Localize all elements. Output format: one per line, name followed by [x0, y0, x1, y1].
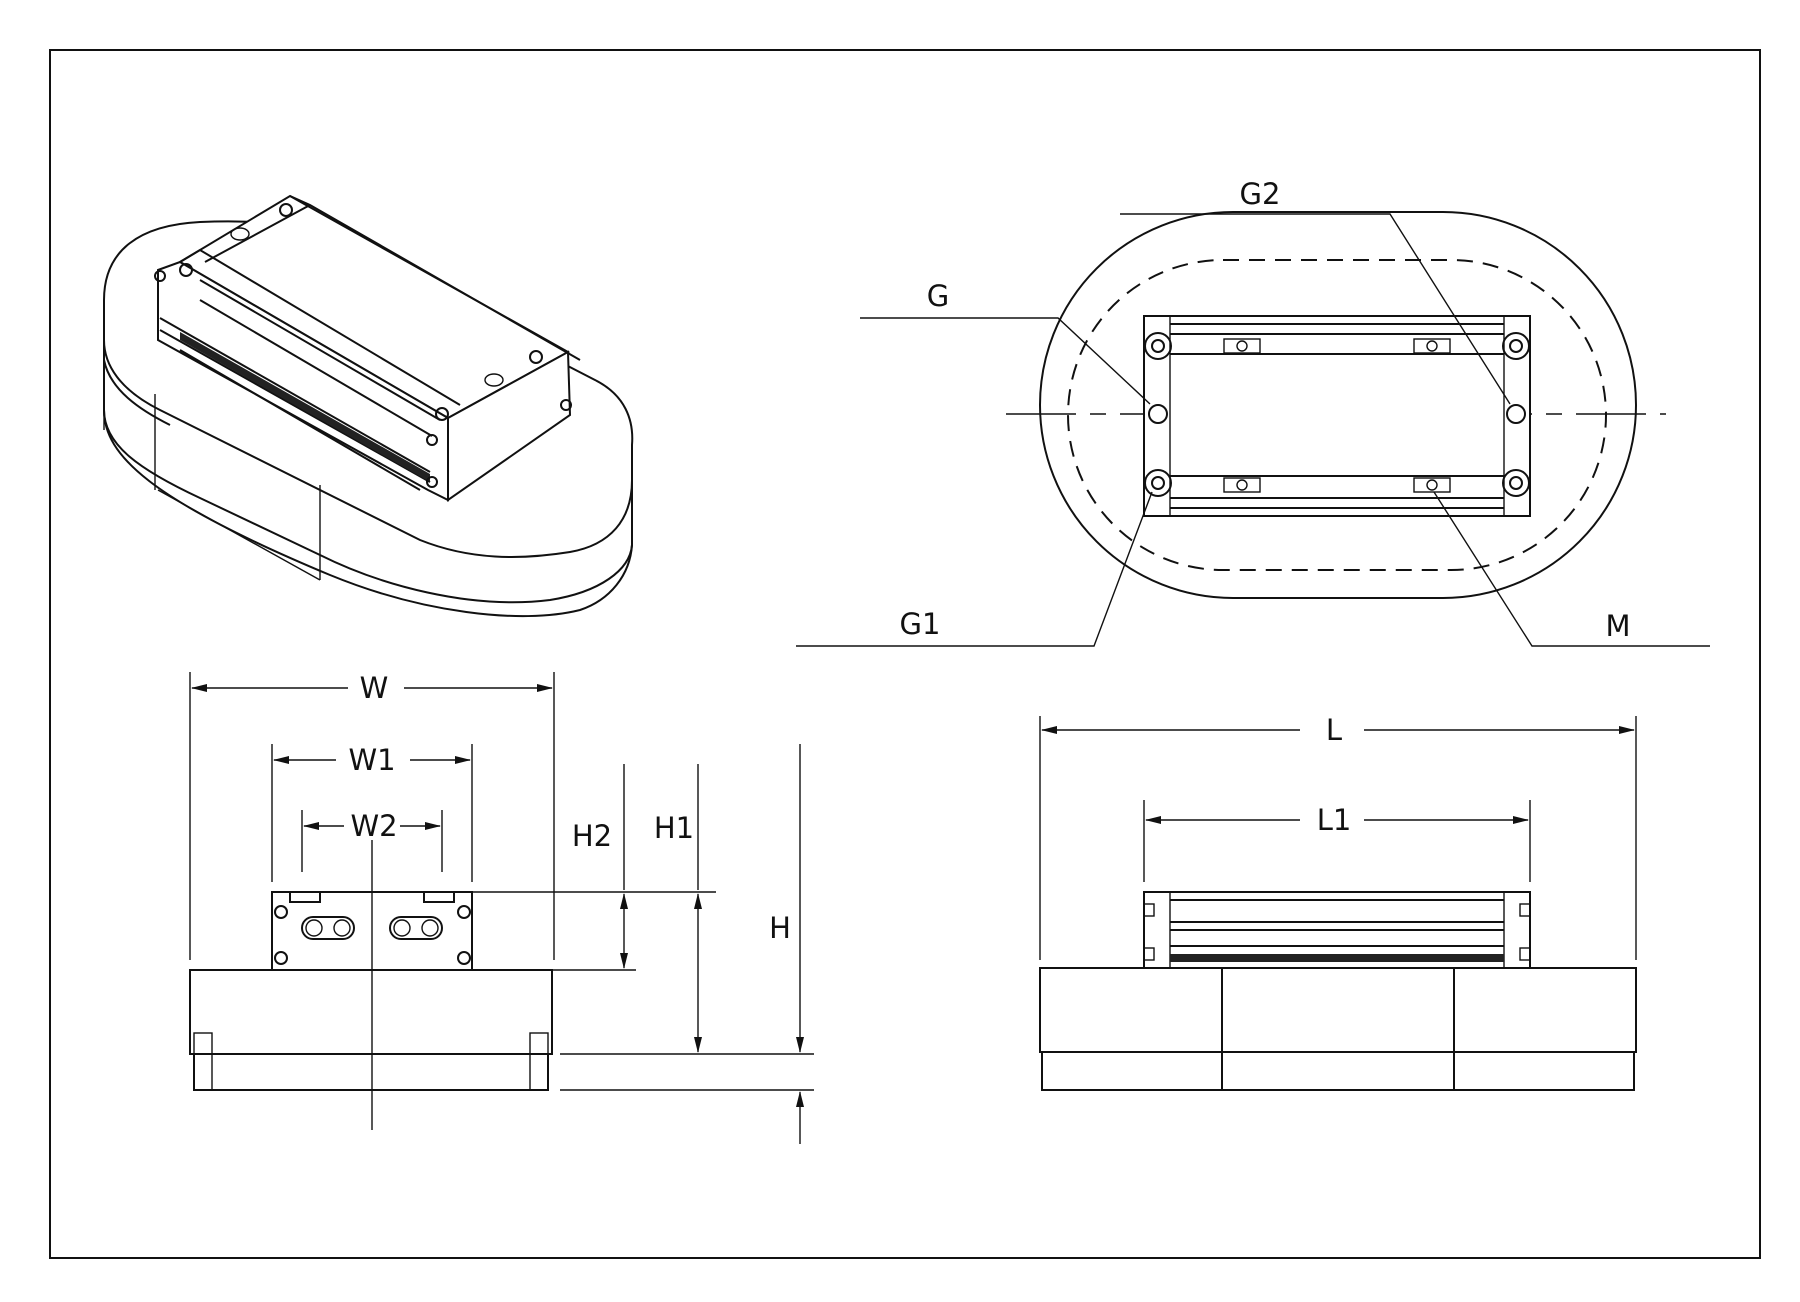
- label-L1: L1: [1317, 803, 1352, 837]
- top-view: [796, 211, 1710, 647]
- label-W1: W1: [348, 743, 395, 777]
- label-G2: G2: [1240, 177, 1281, 211]
- label-W2: W2: [350, 809, 397, 843]
- iso-gripper-right: [447, 350, 572, 502]
- top-view-gripper: [1143, 315, 1531, 517]
- top-view-dashed-outline: [1067, 259, 1607, 571]
- label-H: H: [769, 911, 791, 945]
- label-G: G: [927, 279, 949, 313]
- label-M: M: [1605, 609, 1630, 643]
- label-L: L: [1326, 713, 1342, 747]
- label-W: W: [360, 671, 389, 705]
- front-view: [189, 672, 814, 1144]
- label-H2: H2: [572, 819, 612, 853]
- side-view: [1039, 716, 1637, 1091]
- side-view-base: [1039, 967, 1637, 1053]
- drawing-frame: [49, 49, 1761, 1259]
- front-view-base: [189, 969, 553, 1055]
- isometric-view: [103, 194, 634, 618]
- top-view-outline: [1039, 211, 1637, 599]
- label-G1: G1: [900, 607, 941, 641]
- label-H1: H1: [654, 811, 694, 845]
